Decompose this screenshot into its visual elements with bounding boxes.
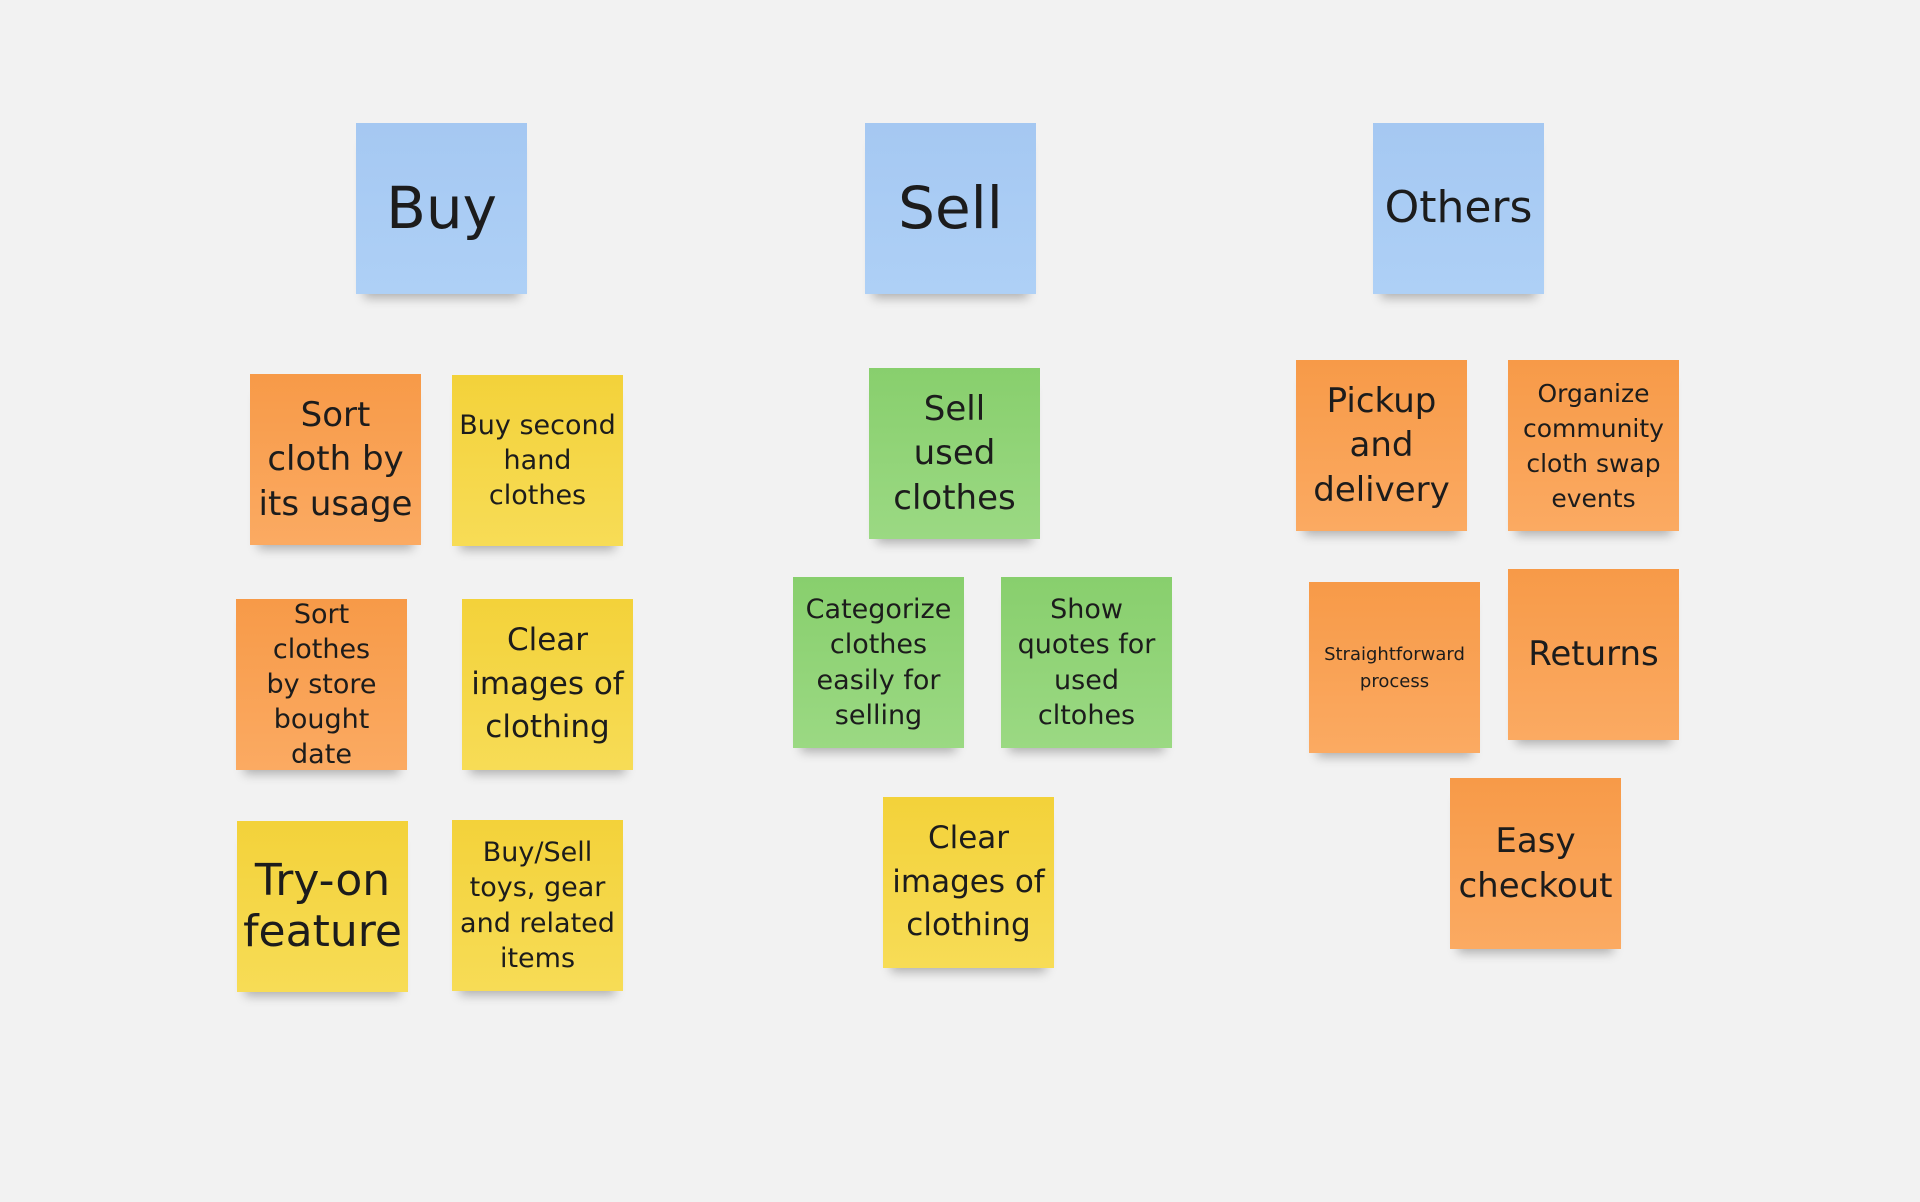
sticky-note-buy-second-hand[interactable]: Buy second hand clothes xyxy=(452,375,623,546)
sticky-note-clear-images-sell[interactable]: Clear images of clothing xyxy=(883,797,1054,968)
sticky-note-sort-cloth-usage[interactable]: Sort cloth by its usage xyxy=(250,374,421,545)
column-header-buy[interactable]: Buy xyxy=(356,123,527,294)
sticky-note-toys-gear[interactable]: Buy/Sell toys, gear and related items xyxy=(452,820,623,991)
sticky-note-try-on[interactable]: Try-on feature xyxy=(237,821,408,992)
sticky-note-categorize[interactable]: Categorize clothes easily for selling xyxy=(793,577,964,748)
sticky-note-returns[interactable]: Returns xyxy=(1508,569,1679,740)
sticky-note-clear-images-buy[interactable]: Clear images of clothing xyxy=(462,599,633,770)
sticky-note-pickup-delivery[interactable]: Pickup and delivery xyxy=(1296,360,1467,531)
column-header-sell[interactable]: Sell xyxy=(865,123,1036,294)
sticky-note-swap-events[interactable]: Organize community cloth swap events xyxy=(1508,360,1679,531)
sticky-note-straightforward[interactable]: Straightforward process xyxy=(1309,582,1480,753)
sticky-note-sell-used[interactable]: Sell used clothes xyxy=(869,368,1040,539)
sticky-note-sort-store-date[interactable]: Sort clothes by store bought date xyxy=(236,599,407,770)
column-header-others[interactable]: Others xyxy=(1373,123,1544,294)
sticky-note-show-quotes[interactable]: Show quotes for used cltohes xyxy=(1001,577,1172,748)
sticky-note-easy-checkout[interactable]: Easy checkout xyxy=(1450,778,1621,949)
